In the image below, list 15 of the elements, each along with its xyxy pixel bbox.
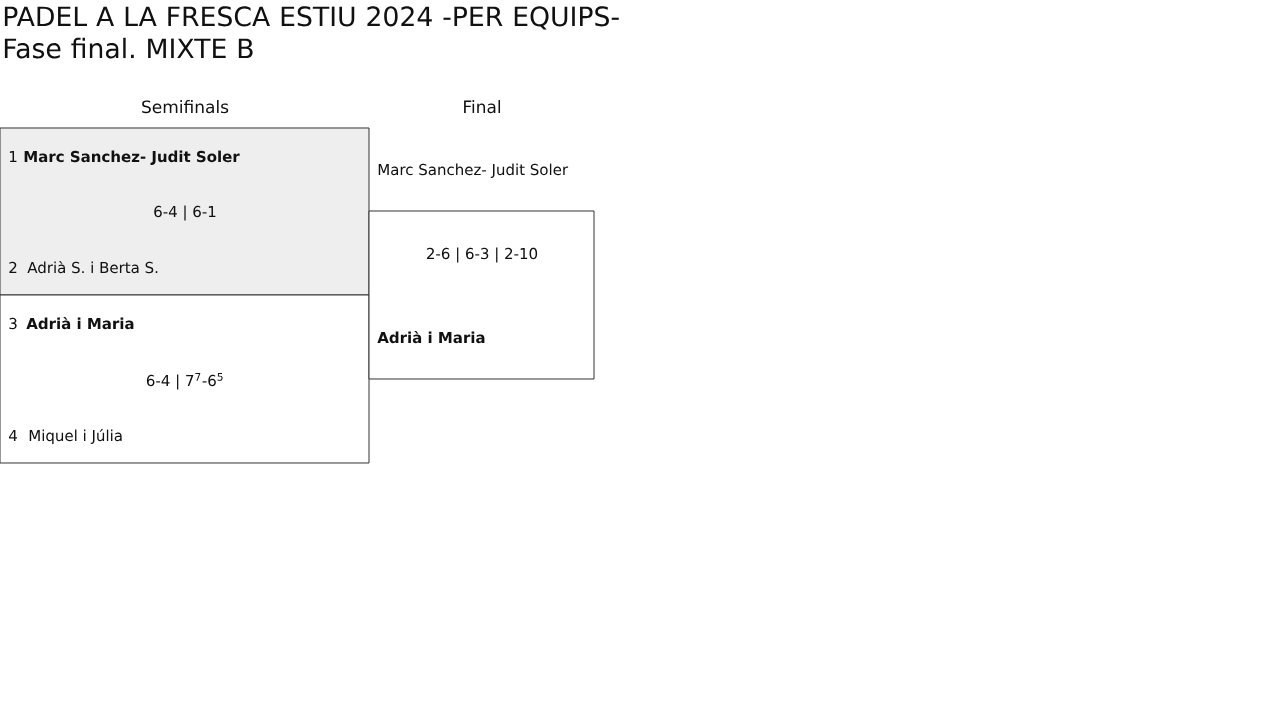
seed-number: 2 — [9, 261, 17, 273]
seed-number: 1 — [9, 151, 17, 162]
seed-number: 4 — [9, 430, 17, 441]
team-name: Adrià i Maria — [377, 331, 485, 344]
team-name: Adrià S. i Berta S. — [27, 261, 158, 274]
column-heading: Final — [464, 100, 501, 114]
seed-number: 3 — [9, 317, 17, 330]
team-name: Miquel i Júlia — [29, 429, 122, 445]
match-score: 2-6 | 6-3 | 2-10 — [427, 247, 538, 263]
team-name: Marc Sanchez- Judit Soler — [378, 163, 569, 178]
team-name: Adrià i Maria — [26, 317, 134, 330]
match-score: 6-4 | 7$^{7}$-6$^{5}$ — [146, 373, 223, 390]
team-name: Marc Sanchez- Judit Soler — [24, 150, 240, 165]
page-title: PADEL A LA FRESCA ESTIU 2024 -PER EQUIPS- Fase final. MIXTE B — [4, 6, 619, 59]
match-score: 6-4 | 6-1 — [154, 205, 216, 221]
